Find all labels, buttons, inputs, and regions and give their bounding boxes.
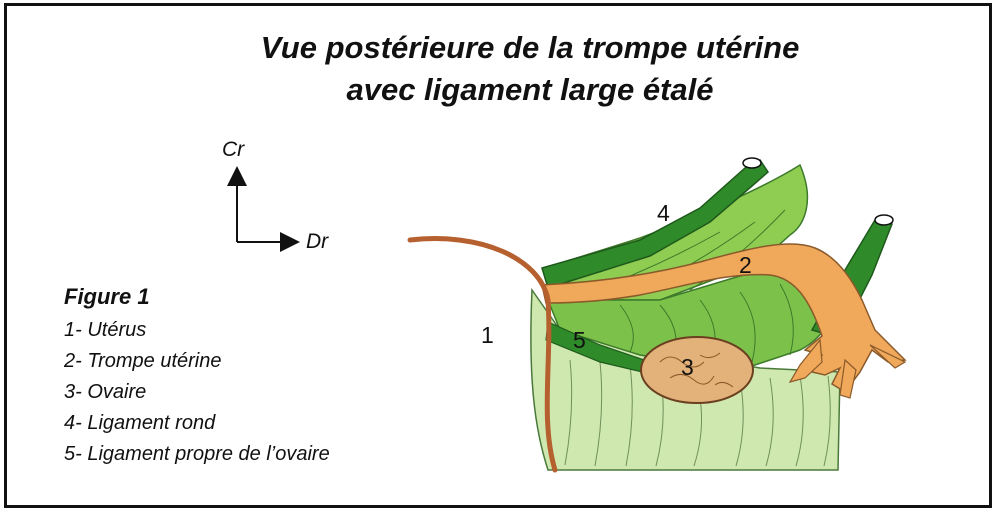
legend-item: 2- Trompe utérine [64,350,222,372]
marker-ovary: 3 [681,354,694,380]
legend-item: 1- Utérus [64,319,147,341]
marker-ovarian-ligament: 5 [573,327,586,353]
legend-item: 3- Ovaire [64,381,147,403]
ovary [640,336,754,404]
legend-title: Figure 1 [64,284,150,309]
tube-fimbriae [788,338,907,399]
marker-round-ligament: 4 [657,200,670,226]
legend-item: 4- Ligament rond [64,412,216,434]
right-label: Dr [306,230,329,253]
legend-item: 5- Ligament propre de l’ovaire [64,443,330,465]
suspensory-ligament-cut-end [874,214,894,226]
figure-title-line-1: Vue postérieure de la trompe utérine [260,30,800,65]
orientation-arrows [227,166,300,252]
figure-legend: Figure 1 1- Utérus 2- Trompe utérine 3- … [64,284,330,470]
marker-uterus: 1 [481,322,494,348]
ovary-texture [659,352,734,388]
cranial-label: Cr [222,138,245,161]
figure-title-line-2: avec ligament large étalé [346,72,714,107]
round-ligament [541,159,769,289]
uterus-outline [407,236,558,473]
marker-tube: 2 [739,252,752,278]
round-ligament-cut-end [742,157,762,169]
